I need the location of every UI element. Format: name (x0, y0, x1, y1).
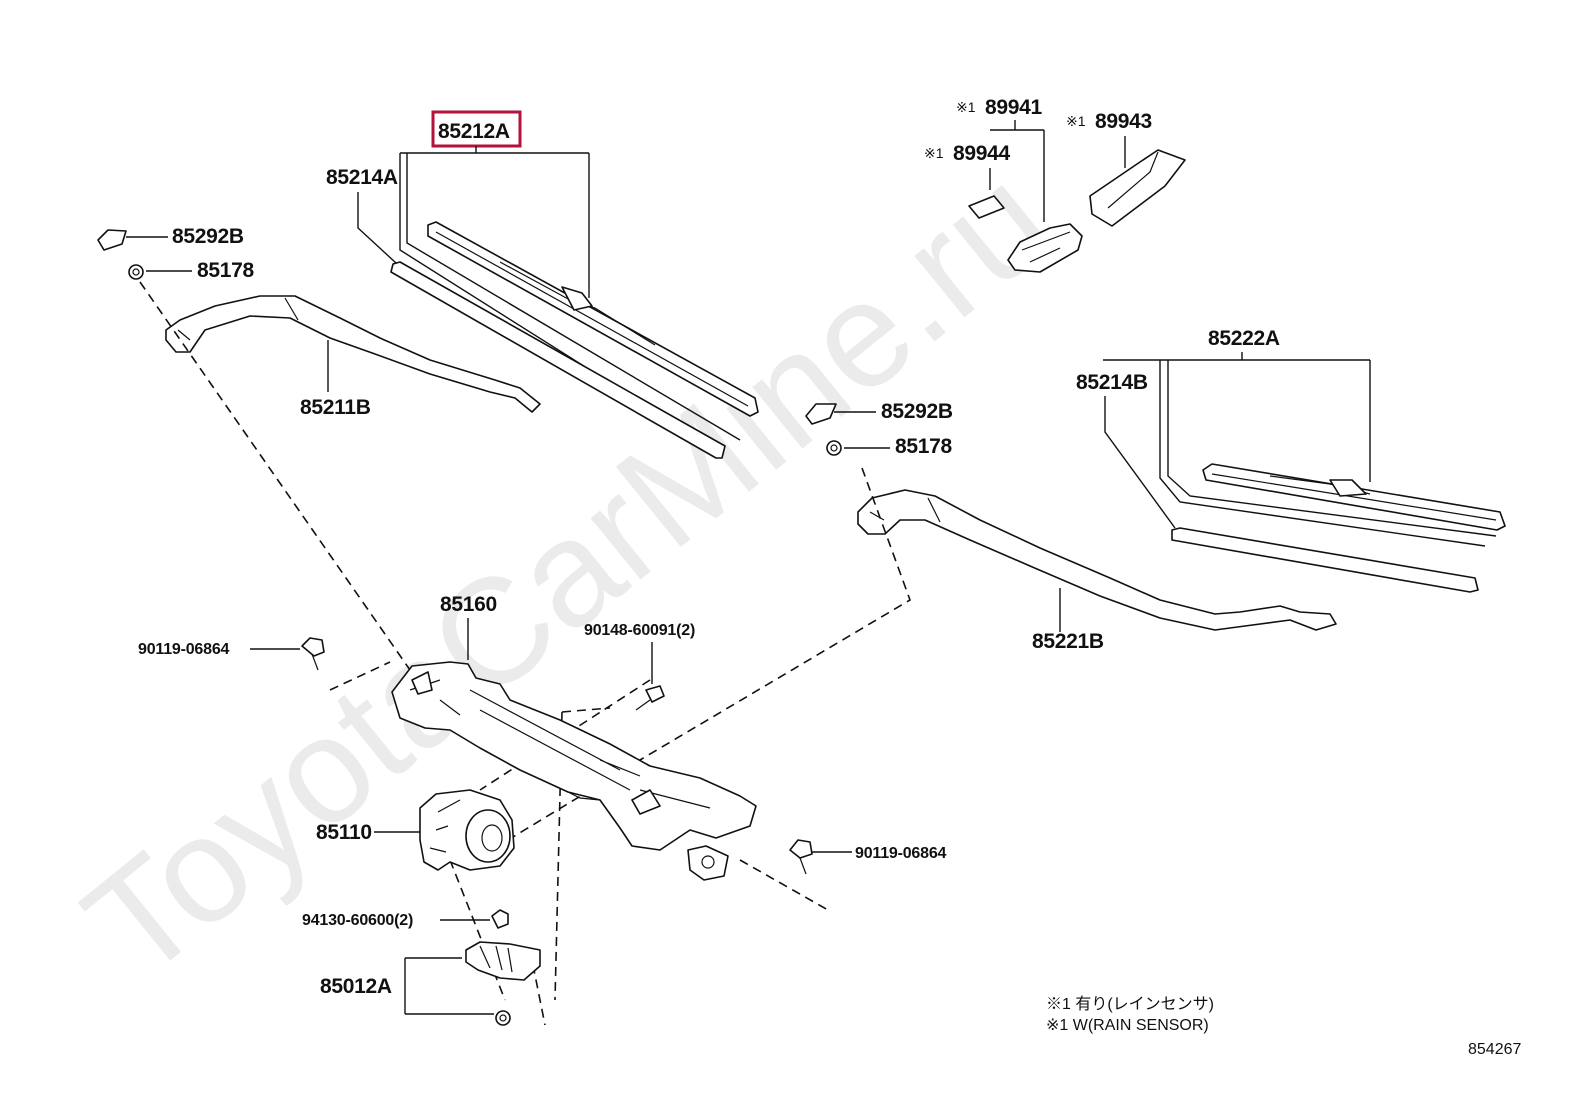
label-85012A[interactable]: 85012A (320, 975, 392, 998)
label-89941[interactable]: 89941 (985, 96, 1043, 119)
refill-85214B[interactable] (1171, 527, 1479, 593)
grommet-85012A[interactable] (495, 1010, 511, 1026)
sensor-89941[interactable] (1007, 223, 1083, 273)
label-85222A[interactable]: 85222A (1208, 327, 1280, 350)
nut-94130[interactable] (491, 909, 509, 929)
svg-text:※1: ※1 (924, 145, 944, 161)
label-85211B[interactable]: 85211B (300, 396, 371, 419)
cap-85292B-right[interactable] (805, 403, 837, 425)
cap-85292B-left[interactable] (97, 229, 127, 251)
rain-sensor-group: ※1 89941 ※1 89944 ※1 89943 (924, 96, 1186, 273)
label-85214A[interactable]: 85214A (326, 166, 398, 189)
left-blade-group: 85212A 85214A (326, 110, 759, 459)
bracket-85012A[interactable] (465, 941, 541, 981)
linkage-group: 85160 90119-06864 90148-60091(2) 90119-0… (138, 281, 947, 1026)
bolt-90119-left[interactable] (301, 637, 325, 657)
label-90119-06864-right[interactable]: 90119-06864 (855, 845, 947, 862)
label-89943[interactable]: 89943 (1095, 110, 1152, 133)
pad-89944[interactable] (968, 195, 1005, 219)
label-90148-60091[interactable]: 90148-60091(2) (584, 622, 695, 639)
bolt-90148[interactable] (645, 685, 665, 703)
svg-text:※1: ※1 (1066, 113, 1086, 129)
bolt-90119-right[interactable] (789, 839, 813, 859)
nut-85178-right[interactable] (826, 440, 842, 456)
label-89944[interactable]: 89944 (953, 142, 1011, 165)
label-94130-60600[interactable]: 94130-60600(2) (302, 912, 413, 929)
label-85160[interactable]: 85160 (440, 593, 497, 616)
label-85178-right[interactable]: 85178 (895, 435, 953, 458)
arm-85211B[interactable] (165, 295, 541, 413)
arm-85221B[interactable] (857, 489, 1337, 631)
label-90119-06864-left[interactable]: 90119-06864 (138, 641, 230, 658)
link-85160[interactable] (391, 661, 757, 851)
label-85178-left[interactable]: 85178 (197, 259, 255, 282)
right-arm-group: 85292B 85178 85221B (805, 400, 1337, 653)
svg-text:※1: ※1 (956, 99, 976, 115)
label-85212A[interactable]: 85212A (438, 120, 510, 143)
label-85292B-right[interactable]: 85292B (881, 400, 953, 423)
label-85214B[interactable]: 85214B (1076, 371, 1148, 394)
label-85110[interactable]: 85110 (316, 821, 372, 844)
nut-85178-left[interactable] (128, 264, 144, 280)
right-blade-group: 85222A 85214B (1076, 327, 1506, 593)
diagram-number: 854267 (1468, 1041, 1521, 1058)
note-en: ※1 W(RAIN SENSOR) (1046, 1017, 1209, 1034)
cover-89943[interactable] (1089, 149, 1186, 227)
left-arm-group: 85292B 85178 85211B (97, 225, 541, 419)
refill-85214A[interactable] (390, 261, 726, 459)
label-85221B[interactable]: 85221B (1032, 630, 1104, 653)
note-jp: ※1 有り(レインセンサ) (1046, 995, 1214, 1013)
label-85292B-left[interactable]: 85292B (172, 225, 244, 248)
